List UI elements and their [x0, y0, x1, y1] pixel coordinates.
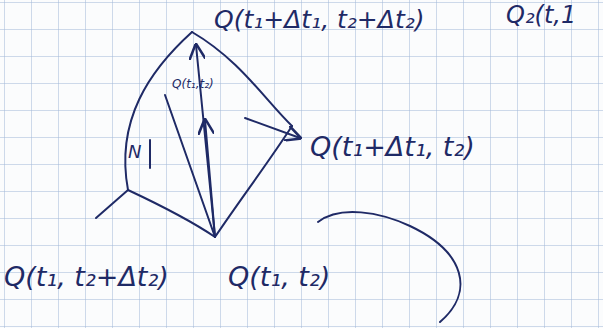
- cut-off-note: Q₂(t,1: [506, 2, 576, 28]
- normal-vector: [205, 120, 215, 237]
- normal-label: N: [128, 142, 141, 162]
- pointer-arrow: [245, 118, 300, 138]
- curved-arrow: [318, 212, 460, 322]
- bracket-mark: [149, 140, 151, 168]
- corner-label: Q(t₁+Δt₁, t₂): [310, 132, 475, 162]
- pointer-tick: [96, 190, 128, 218]
- vector-label: Q(t₁,t₂): [172, 78, 214, 91]
- corner-label: Q(t₁+Δt₁, t₂+Δt₂): [214, 6, 424, 34]
- vector-line: [165, 95, 215, 237]
- patch-edge: [125, 32, 192, 190]
- corner-label: Q(t₁, t₂): [228, 262, 330, 292]
- patch-edge: [215, 126, 292, 237]
- corner-label: Q(t₁, t₂+Δt₂): [4, 262, 169, 292]
